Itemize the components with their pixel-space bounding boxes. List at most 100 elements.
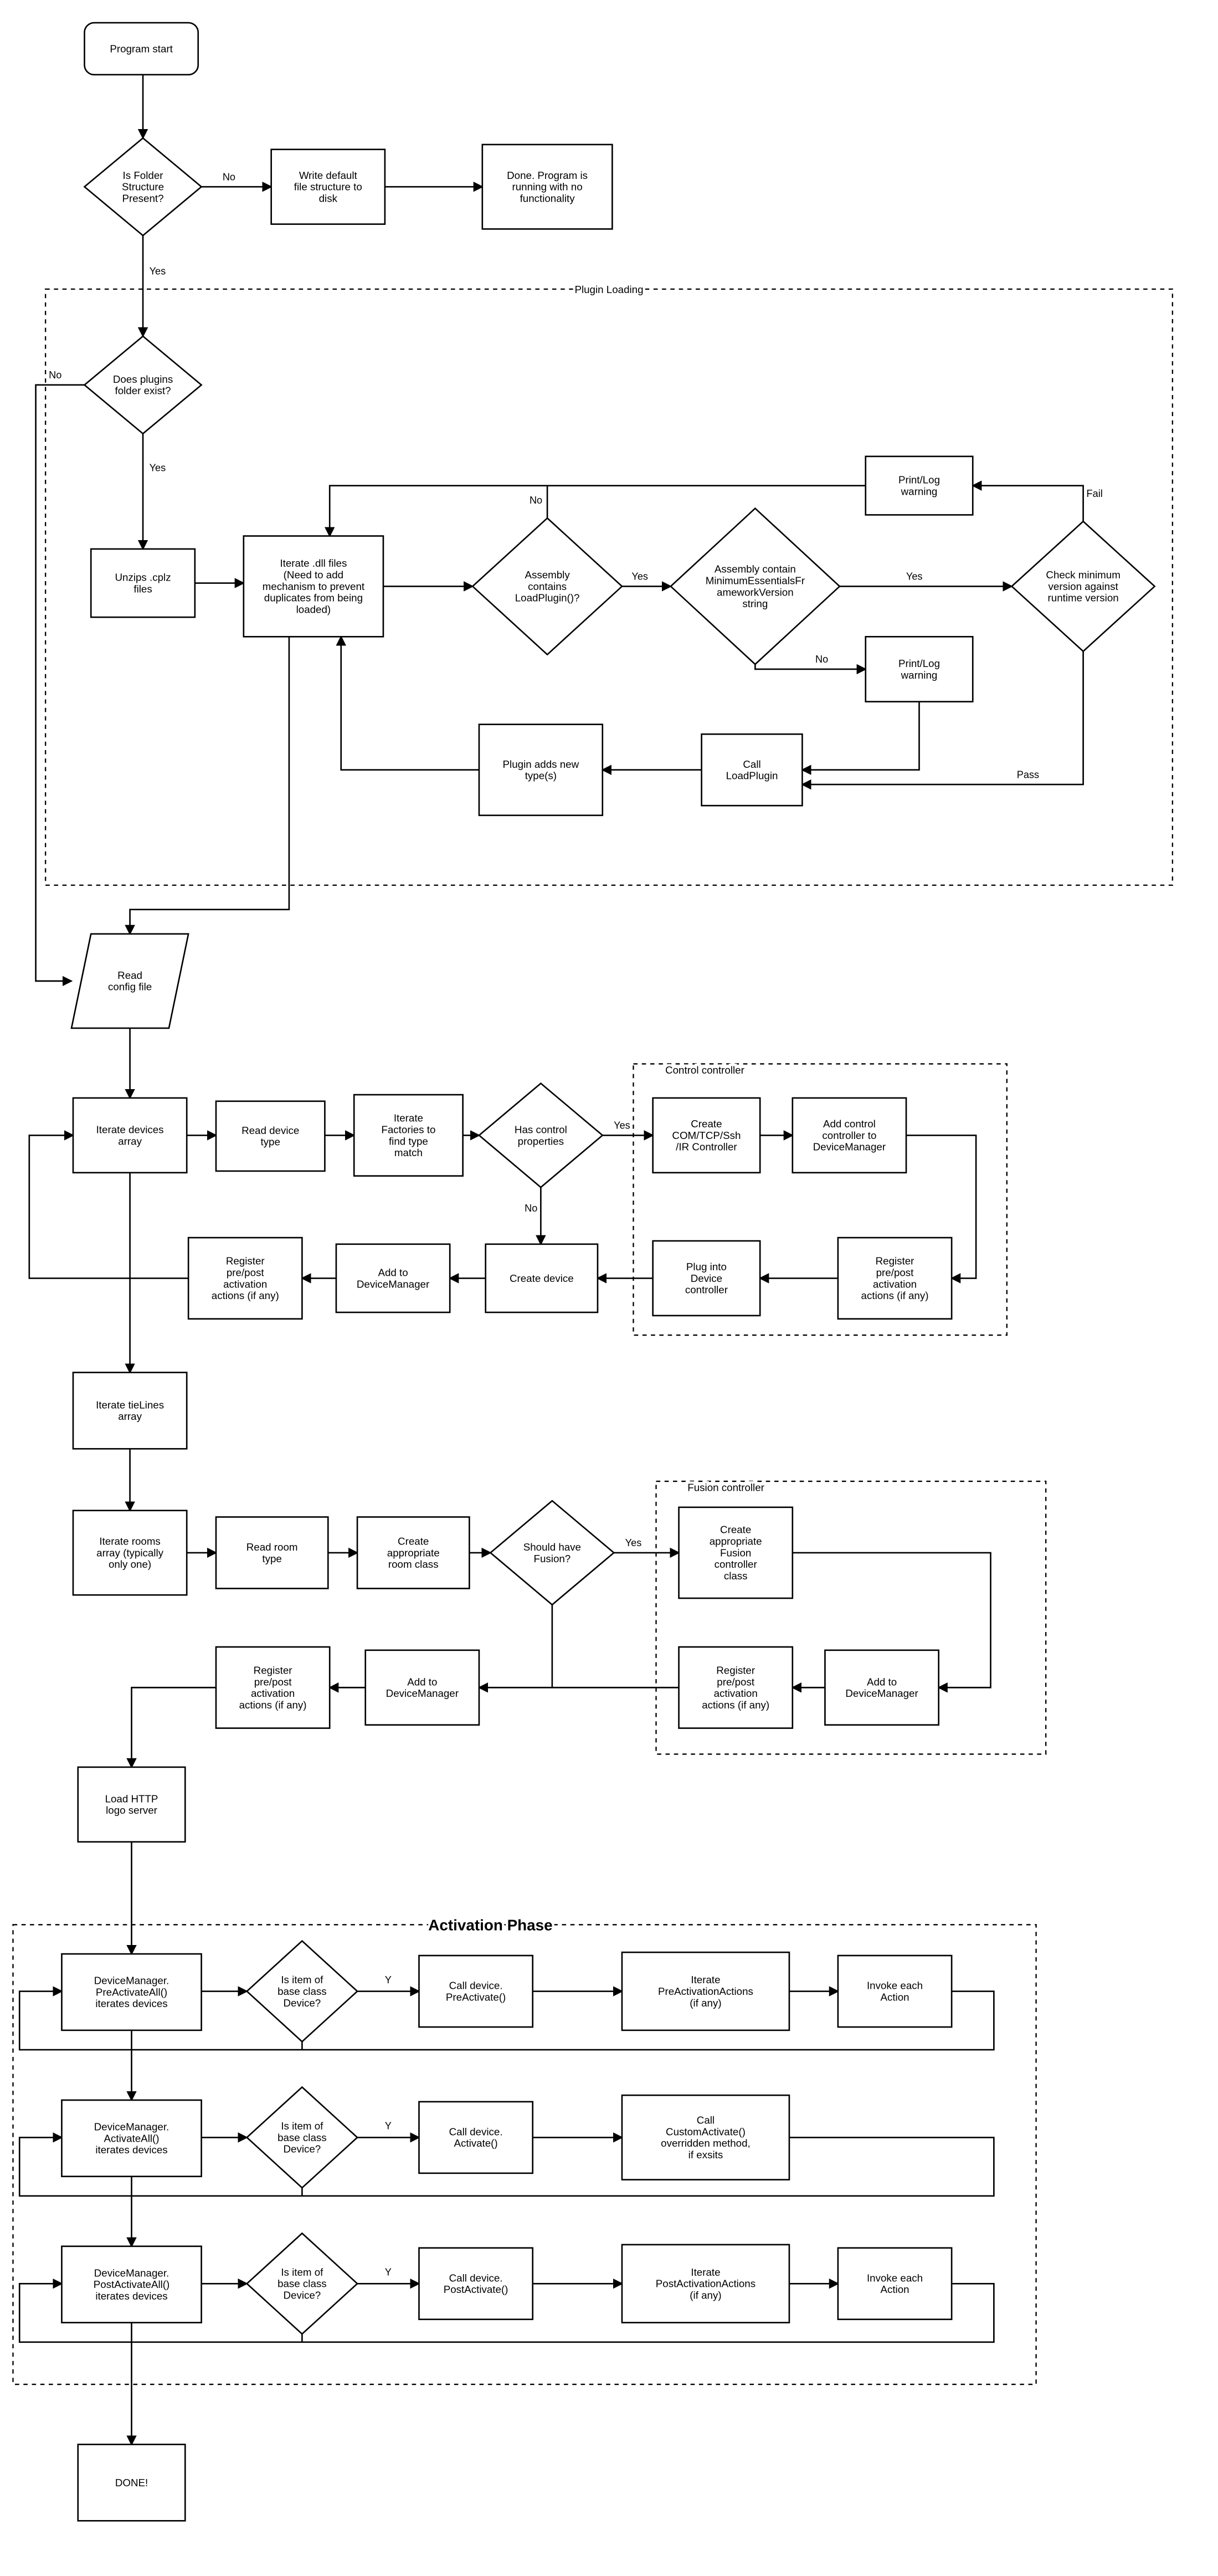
node-call-activate: Call device.Activate() <box>418 2101 534 2174</box>
container-label: Fusion controller <box>687 1481 764 1493</box>
edge-warning2-to-call-loadplugin <box>801 701 920 775</box>
edge-label: No <box>530 495 542 506</box>
edge-has-control-yes: Yes <box>602 1118 654 1141</box>
rect-shape <box>824 1649 939 1726</box>
edge-register-2-to-load-http <box>126 1686 216 1769</box>
connector-line <box>754 664 867 675</box>
edge-invoke-1-loop <box>18 1986 995 2051</box>
diamond-shape <box>83 137 203 237</box>
rect-shape <box>335 1243 451 1313</box>
rect-shape <box>418 1954 534 2028</box>
rect-shape <box>77 1766 186 1843</box>
edge-label: Yes <box>906 571 923 582</box>
rect-shape <box>215 1516 329 1589</box>
edge-label: Yes <box>631 571 648 582</box>
para-shape <box>70 933 189 1029</box>
node-call-preactivate: Call device.PreActivate() <box>418 1954 534 2028</box>
rect-shape <box>72 1372 188 1450</box>
container-border <box>633 1063 1008 1336</box>
rect-shape <box>353 1094 464 1177</box>
container-activation-phase: Activation Phase <box>12 1914 1037 2385</box>
node-label: DONE! <box>115 2477 148 2488</box>
rect-shape <box>72 1510 188 1596</box>
node-label: DeviceManager.ActivateAll()iterates devi… <box>94 2121 169 2156</box>
edge-invoke-2-loop <box>18 2279 995 2343</box>
node-call-postactivate: Call device.PostActivate() <box>418 2247 534 2321</box>
connector-line <box>126 1686 216 1769</box>
edge-check-1-y: Y <box>357 1972 420 1997</box>
rect-shape <box>215 1646 331 1729</box>
connector-line <box>18 2279 995 2343</box>
edge-plugins-check-no: No <box>35 368 85 987</box>
rect-shape <box>61 2245 202 2323</box>
diamond-shape <box>83 335 203 435</box>
edge-label: Y <box>385 2121 392 2132</box>
rect-shape <box>215 1100 326 1172</box>
rect-shape <box>678 1646 794 1729</box>
edge-loadplugin-check-no: No <box>527 485 548 519</box>
diamond-shape <box>245 1939 359 2043</box>
rect-shape <box>61 2099 202 2178</box>
edge-plugin-loading-to-read-config <box>125 637 290 936</box>
rect-shape <box>865 635 974 702</box>
connector-line <box>971 480 1084 522</box>
rect-shape <box>61 1953 202 2031</box>
container-border <box>655 1480 1047 1755</box>
rect-shape <box>837 1236 953 1320</box>
rect-shape <box>652 1097 761 1174</box>
container-label: Control controller <box>665 1064 744 1076</box>
edge-minversion-check-pass: Pass <box>801 651 1084 790</box>
container-fusion-controller: Fusion controller <box>655 1479 1047 1755</box>
edge-check-3-y: Y <box>357 2265 420 2289</box>
container-label: Plugin Loading <box>574 284 643 295</box>
rect-shape <box>678 1506 794 1599</box>
rect-shape <box>270 148 386 225</box>
edge-custom-loop <box>18 2132 995 2197</box>
edge-add-control-to-register <box>906 1135 977 1284</box>
connector-line <box>336 635 479 771</box>
diamond-shape <box>245 2086 359 2189</box>
connector-line <box>35 384 85 987</box>
rect-shape <box>701 733 803 807</box>
edge-label: Pass <box>1017 769 1039 780</box>
diamond-shape <box>669 507 841 665</box>
rect-shape <box>72 1097 188 1174</box>
